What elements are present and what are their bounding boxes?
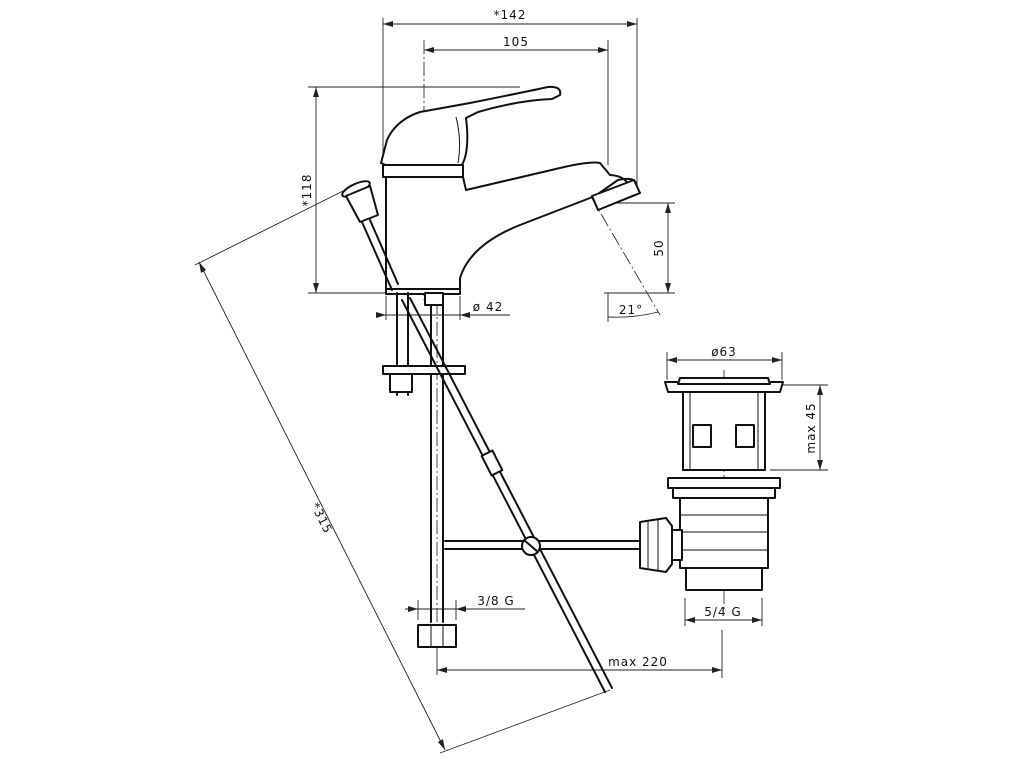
label-max-distance: max 220 <box>608 655 668 669</box>
pop-up-waste <box>639 377 784 591</box>
label-overall-width: *142 <box>494 8 527 22</box>
dimension-labels: *142 105 *118 50 ø 42 21° ø63 max 45 3/8… <box>300 8 818 669</box>
dimension-arrows <box>199 21 823 750</box>
label-overall-height: *118 <box>300 174 314 207</box>
label-waste-height: max 45 <box>804 402 818 453</box>
supply-hose <box>396 292 457 648</box>
label-spout-reach: 105 <box>503 35 529 49</box>
mounting-clamp <box>382 365 466 393</box>
label-spout-height: 50 <box>652 239 666 256</box>
popup-rod <box>401 297 613 693</box>
pivot-rod <box>444 536 641 556</box>
popup-knob <box>341 180 399 291</box>
label-waste-thread: 5/4 G <box>704 605 741 619</box>
faucet-body <box>380 85 641 295</box>
label-spout-angle: 21° <box>619 303 643 317</box>
label-supply-thread: 3/8 G <box>477 594 514 608</box>
label-base-diameter: ø 42 <box>473 300 503 314</box>
label-rod-length: *315 <box>308 500 335 536</box>
label-waste-diameter: ø63 <box>711 345 737 359</box>
